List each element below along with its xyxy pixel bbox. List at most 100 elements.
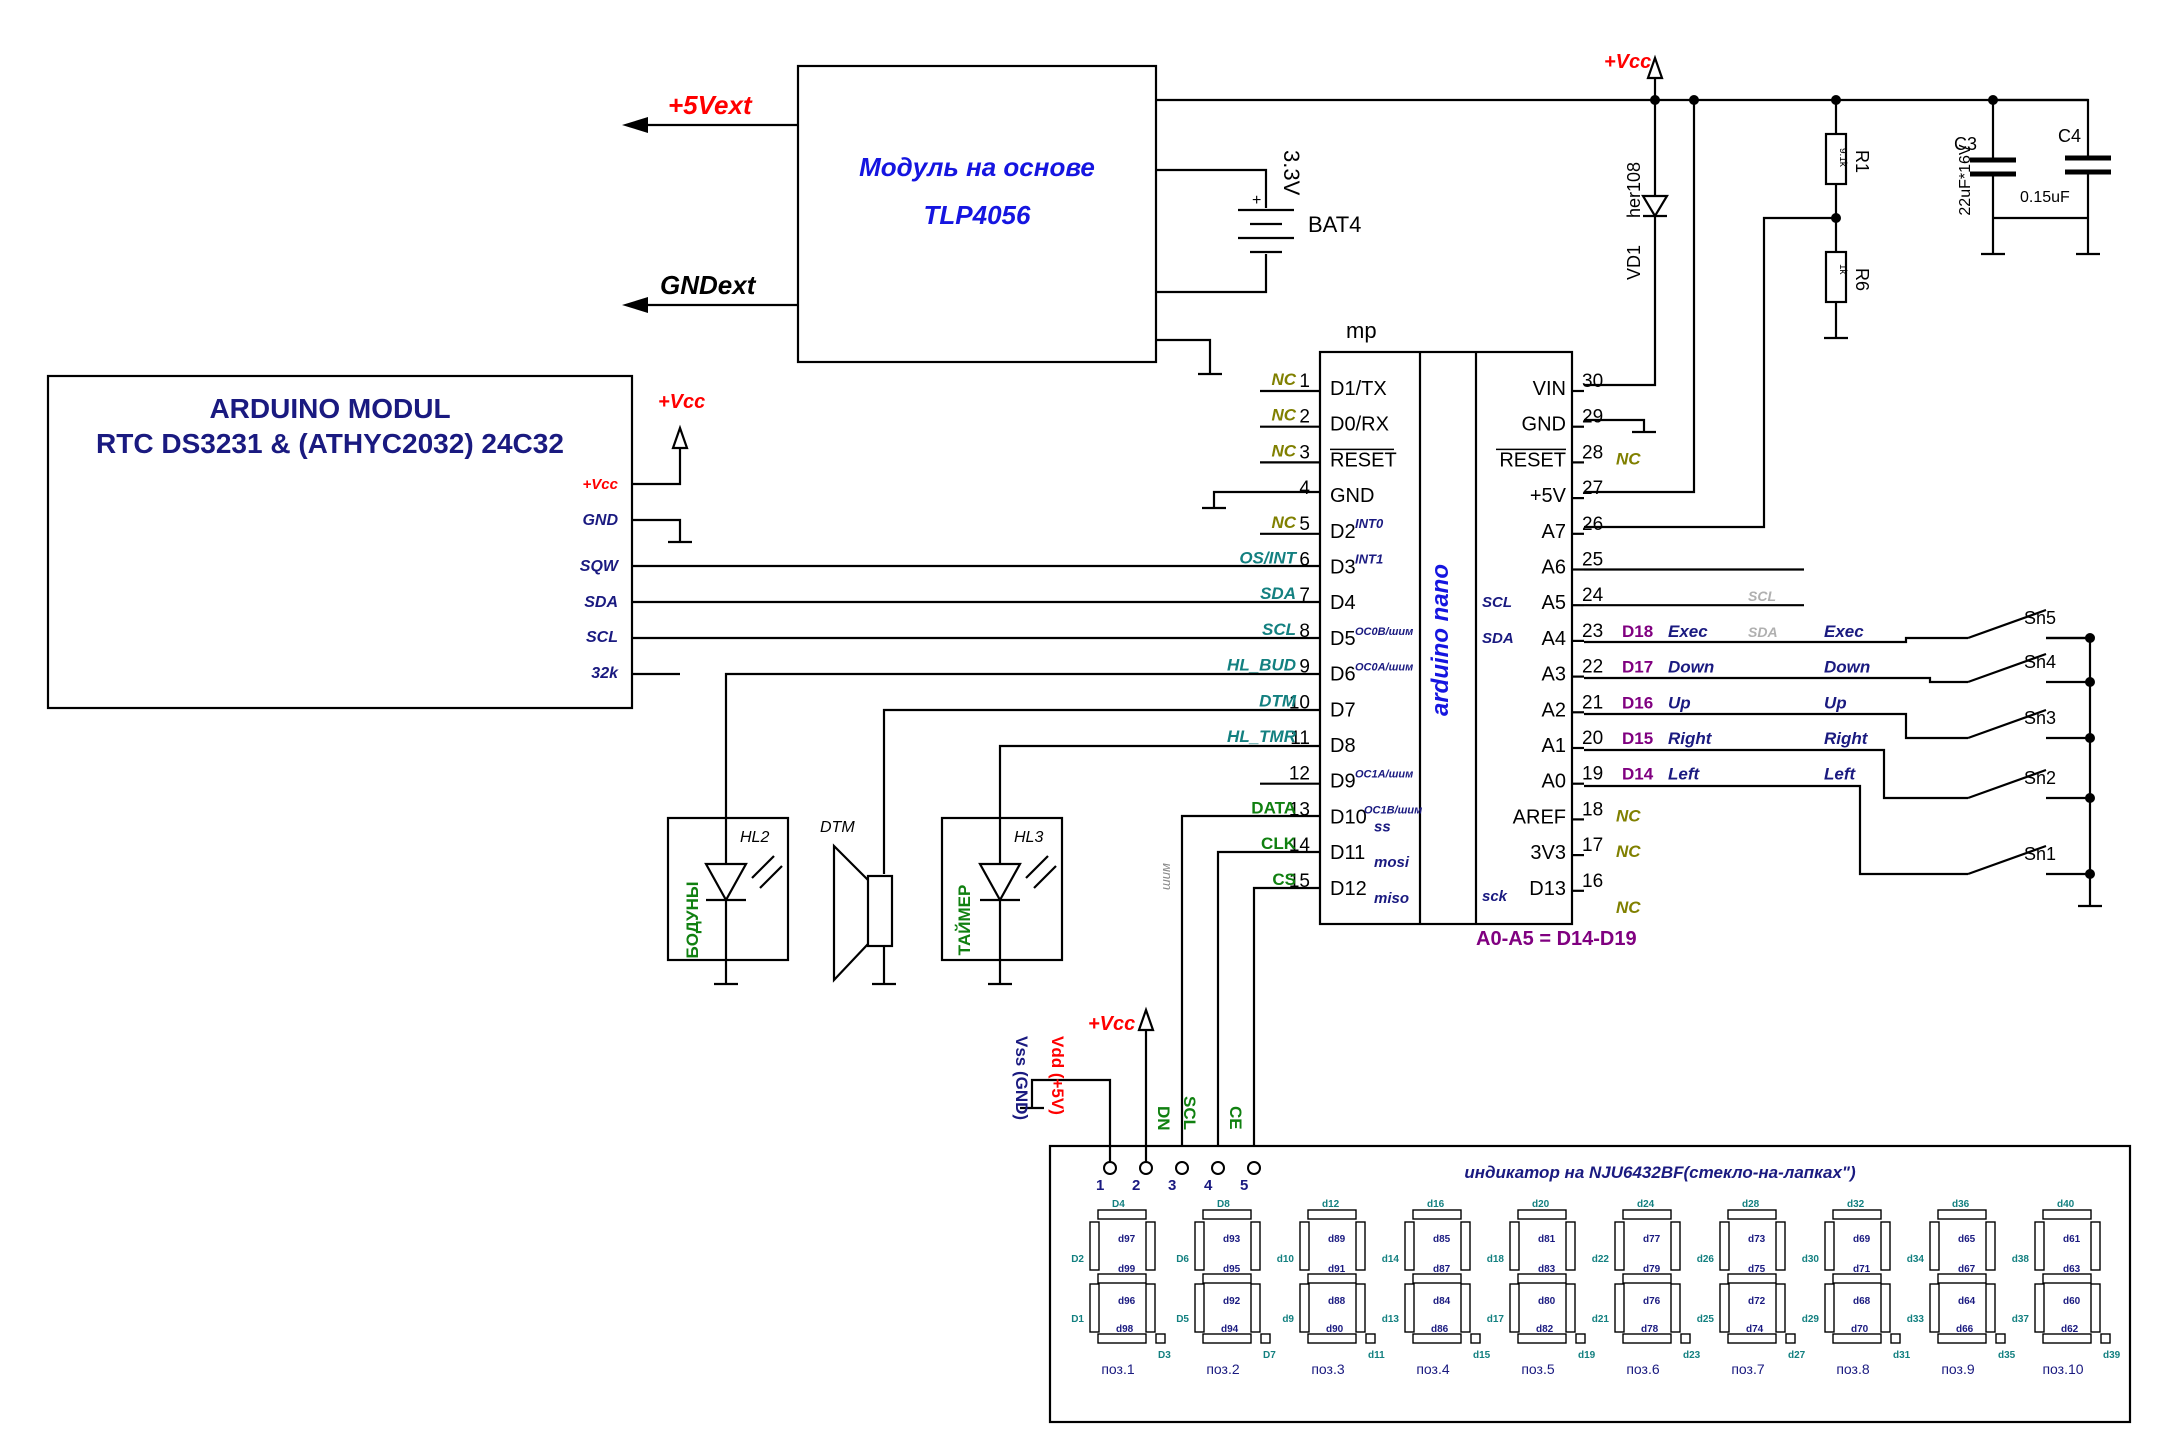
svg-text:C4: C4 xyxy=(2058,126,2081,146)
pin-fn: Down xyxy=(1668,658,1714,677)
svg-text:+Vcc: +Vcc xyxy=(658,391,705,413)
pin-num: 19 xyxy=(1582,764,1603,785)
svg-text:d93: d93 xyxy=(1223,1234,1241,1245)
svg-text:d11: d11 xyxy=(1368,1350,1385,1361)
svg-text:d89: d89 xyxy=(1328,1234,1346,1245)
switch-wire xyxy=(1584,748,1968,800)
svg-text:d39: d39 xyxy=(2103,1350,2121,1361)
capacitor-c3: C3 22uF*16V xyxy=(1954,100,2016,256)
svg-text:VD1: VD1 xyxy=(1624,245,1644,280)
display-pin-label: SCL xyxy=(1180,1096,1199,1130)
display-pin-num: 3 xyxy=(1168,1177,1176,1194)
pin-net: NC xyxy=(1271,370,1296,389)
pin-fn: Right xyxy=(1668,729,1713,748)
pin-fn-right: Left xyxy=(1824,765,1857,784)
pin-fn-right: Exec xyxy=(1824,622,1864,641)
pin-num: 12 xyxy=(1289,764,1310,785)
pin-num: 18 xyxy=(1582,799,1603,820)
svg-text:d14: d14 xyxy=(1382,1254,1400,1265)
svg-text:her108: her108 xyxy=(1624,162,1644,218)
svg-text:d66: d66 xyxy=(1956,1324,1974,1335)
switch-label: Sn5 xyxy=(2024,608,2056,628)
svg-text:arduino nano: arduino nano xyxy=(1427,564,1454,716)
wire-dtm xyxy=(882,708,1320,874)
led-hl3: HL3 ТАЙМЕР xyxy=(940,816,1064,986)
svg-text:d71: d71 xyxy=(1853,1264,1871,1275)
svg-text:ТАЙМЕР: ТАЙМЕР xyxy=(955,885,974,956)
pin-net: CLK xyxy=(1261,834,1297,853)
digit-position: поз.3 xyxy=(1311,1361,1345,1377)
pin-sub: mosi xyxy=(1374,854,1410,871)
pin-sub: ss xyxy=(1374,818,1391,835)
svg-text:D6: D6 xyxy=(1176,1254,1189,1265)
svg-text:d17: d17 xyxy=(1487,1314,1505,1325)
svg-text:D7: D7 xyxy=(1263,1350,1276,1361)
pin-num: 11 xyxy=(1290,728,1310,749)
svg-text:D4: D4 xyxy=(1112,1199,1125,1210)
label-gndext: GNDext xyxy=(660,270,757,300)
pin-net: SCL xyxy=(1262,620,1296,639)
svg-text:d32: d32 xyxy=(1847,1199,1865,1210)
pin-fn: Up xyxy=(1668,693,1691,712)
svg-text:A0-A5 = D14-D19: A0-A5 = D14-D19 xyxy=(1476,928,1637,950)
svg-text:d75: d75 xyxy=(1748,1264,1766,1275)
pin-name: D12 xyxy=(1330,878,1367,900)
svg-text:d12: d12 xyxy=(1322,1199,1340,1210)
pin-name: RESET xyxy=(1499,449,1566,471)
pin-sup: OC0A/шим xyxy=(1355,662,1413,674)
svg-text:d22: d22 xyxy=(1592,1254,1610,1265)
pin-num: 20 xyxy=(1582,728,1603,749)
svg-text:d92: d92 xyxy=(1223,1296,1241,1307)
svg-text:d18: d18 xyxy=(1487,1254,1505,1265)
pin-name: A5 xyxy=(1542,592,1566,614)
svg-text:d97: d97 xyxy=(1118,1234,1136,1245)
pin-num: 22 xyxy=(1582,657,1603,678)
pin-name: 3V3 xyxy=(1530,842,1566,864)
display-pin xyxy=(1211,1161,1225,1175)
pin-name: D7 xyxy=(1330,699,1356,721)
svg-text:d30: d30 xyxy=(1802,1254,1820,1265)
pin-dnum: D17 xyxy=(1622,658,1653,677)
digit-position: поз.6 xyxy=(1626,1361,1660,1377)
pin-pre: SCL xyxy=(1482,594,1512,611)
pin-num: 7 xyxy=(1299,585,1310,606)
svg-text:d81: d81 xyxy=(1538,1234,1556,1245)
svg-text:d87: d87 xyxy=(1433,1264,1451,1275)
svg-text:d37: d37 xyxy=(2012,1314,2030,1325)
svg-text:d31: d31 xyxy=(1893,1350,1911,1361)
wire-5v xyxy=(1584,100,1696,494)
switch-wire xyxy=(1584,676,1968,684)
digit-position: поз.10 xyxy=(2042,1361,2083,1377)
svg-text:9.1k: 9.1k xyxy=(1837,148,1848,168)
svg-text:d19: d19 xyxy=(1578,1350,1596,1361)
capacitor-c4: C4 0.15uF xyxy=(1993,98,2111,256)
pin-net: NC xyxy=(1616,806,1641,825)
pin-name: D13 xyxy=(1529,878,1566,900)
pin-fn: Exec xyxy=(1668,622,1708,641)
svg-text:+Vcc: +Vcc xyxy=(1604,51,1651,73)
pin-net: NC xyxy=(1616,898,1641,917)
pin-sup: INT0 xyxy=(1355,516,1384,531)
pin-num: 14 xyxy=(1289,835,1311,856)
pin-sup: OC0B/шим xyxy=(1355,626,1413,638)
display-pin xyxy=(1247,1161,1261,1175)
svg-text:+: + xyxy=(1252,192,1261,209)
pin-net: NC xyxy=(1616,842,1641,861)
pin-net: HL_TMR xyxy=(1227,727,1297,746)
pin-net: NC xyxy=(1271,406,1296,425)
pin-name: AREF xyxy=(1513,806,1566,828)
pin-net: OS/INT xyxy=(1239,549,1297,568)
pin-name: VIN xyxy=(1533,378,1566,400)
pin-num: 8 xyxy=(1299,621,1310,642)
switch-contact xyxy=(1967,768,2047,800)
svg-text:d83: d83 xyxy=(1538,1264,1556,1275)
rtc-module: ARDUINO MODUL RTC DS3231 & (ATHYC2032) 2… xyxy=(46,374,634,710)
